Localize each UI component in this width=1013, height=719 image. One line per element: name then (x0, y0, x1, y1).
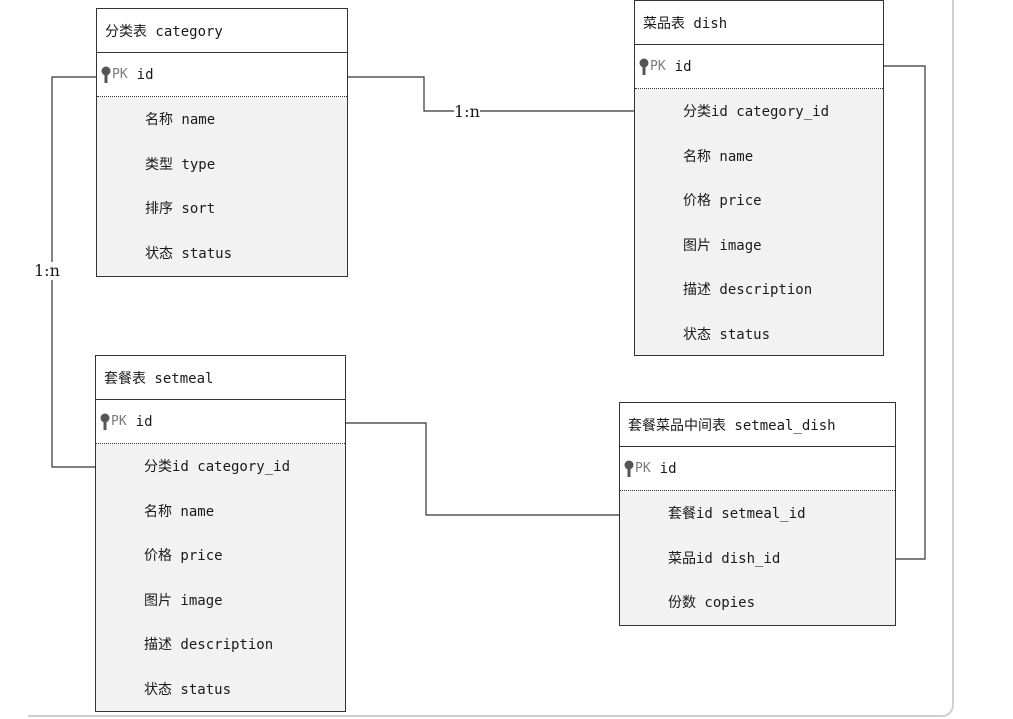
field: 图片 image (683, 237, 762, 254)
field: 分类id category_id (144, 459, 291, 476)
line-category-dish (347, 76, 634, 112)
field-list: 分类id category_id 名称 name 价格 price 图片 ima… (96, 444, 345, 711)
primary-key-row: PK id (635, 45, 883, 89)
field-list: 名称 name 类型 type 排序 sort 状态 status (97, 97, 347, 275)
field: 图片 image (144, 592, 223, 609)
field: 状态 status (145, 245, 233, 262)
line-dish-setmeal-dish (884, 65, 926, 560)
field: 套餐id setmeal_id (668, 506, 806, 523)
primary-key-row: PK id (96, 400, 345, 444)
pk-field: id (135, 413, 153, 430)
field: 排序 sort (145, 201, 216, 218)
field: 价格 price (144, 548, 223, 565)
entity-dish[interactable]: 菜品表 dish PK id 分类id category_id 名称 name … (634, 0, 884, 356)
line-setmeal-setmeal-dish (345, 422, 619, 516)
entity-title: 套餐菜品中间表 setmeal_dish (620, 403, 895, 447)
key-icon (101, 66, 111, 83)
field: 菜品id dish_id (668, 550, 781, 567)
entity-category[interactable]: 分类表 category PK id 名称 name 类型 type 排序 so… (96, 8, 348, 277)
pk-tag: PK (635, 461, 651, 476)
primary-key-row: PK id (97, 53, 347, 97)
field: 分类id category_id (683, 104, 830, 121)
pk-tag: PK (111, 414, 127, 429)
entity-title: 分类表 category (97, 9, 347, 53)
field: 类型 type (145, 156, 216, 173)
primary-key-row: PK id (620, 447, 895, 491)
field: 名称 name (144, 503, 215, 520)
field: 名称 name (683, 148, 754, 165)
entity-setmeal-dish[interactable]: 套餐菜品中间表 setmeal_dish PK id 套餐id setmeal_… (619, 402, 896, 626)
pk-field: id (136, 66, 154, 83)
entity-setmeal[interactable]: 套餐表 setmeal PK id 分类id category_id 名称 na… (95, 355, 346, 712)
entity-title: 菜品表 dish (635, 1, 883, 45)
pk-tag: PK (650, 59, 666, 74)
key-icon (639, 58, 649, 75)
field: 份数 copies (668, 595, 756, 612)
field: 价格 price (683, 193, 762, 210)
key-icon (624, 460, 634, 477)
field-list: 分类id category_id 名称 name 价格 price 图片 ima… (635, 89, 883, 356)
cardinality-category-dish: 1:n (454, 102, 480, 121)
key-icon (100, 413, 110, 430)
pk-field: id (659, 460, 677, 477)
field: 状态 status (683, 326, 771, 343)
field: 名称 name (145, 112, 216, 129)
cardinality-category-setmeal: 1:n (34, 261, 60, 280)
field-list: 套餐id setmeal_id 菜品id dish_id 份数 copies (620, 491, 895, 625)
pk-field: id (674, 58, 692, 75)
field: 状态 status (144, 681, 232, 698)
field: 描述 description (144, 637, 274, 654)
field: 描述 description (683, 282, 813, 299)
diagram-frame (28, 0, 954, 717)
entity-title: 套餐表 setmeal (96, 356, 345, 400)
pk-tag: PK (112, 67, 128, 82)
